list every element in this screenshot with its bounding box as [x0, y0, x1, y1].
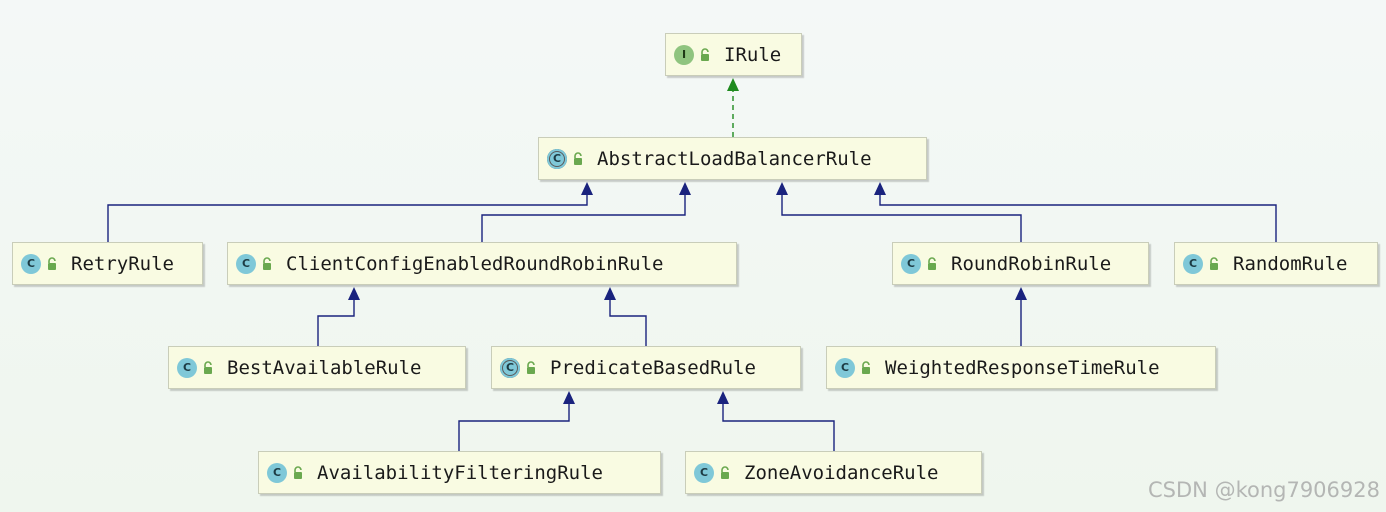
node-client-config-enabled-round-robin-rule[interactable]: C ClientConfigEnabledRoundRobinRule — [227, 242, 737, 285]
lock-icon — [291, 465, 305, 480]
abstract-class-icon: C — [500, 357, 520, 378]
class-icon: C — [694, 462, 714, 483]
class-icon: C — [835, 357, 855, 378]
edge-abstract-to-irule — [727, 78, 739, 137]
node-label: RandomRule — [1233, 252, 1348, 275]
node-predicate-based-rule[interactable]: C PredicateBasedRule — [491, 346, 801, 389]
lock-icon — [1207, 256, 1221, 271]
arrowhead-icon — [563, 391, 575, 404]
lock-icon — [859, 360, 873, 375]
interface-icon: I — [674, 44, 694, 65]
lock-icon — [925, 256, 939, 271]
edge-random-to-abstract — [874, 182, 1277, 242]
arrowhead-icon — [776, 182, 788, 195]
edge-weighted-to-roundrobin — [1015, 287, 1027, 346]
class-icon: C — [1183, 253, 1203, 274]
edge-availfilter-to-predicate — [458, 391, 575, 451]
class-icon: C — [177, 357, 197, 378]
node-availability-filtering-rule[interactable]: C AvailabilityFilteringRule — [258, 451, 661, 494]
lock-icon — [260, 256, 274, 271]
node-best-available-rule[interactable]: C BestAvailableRule — [168, 346, 466, 389]
lock-icon — [698, 47, 712, 62]
arrowhead-icon — [727, 78, 739, 91]
arrowhead-icon — [1015, 287, 1027, 300]
node-random-rule[interactable]: C RandomRule — [1174, 242, 1378, 285]
node-irule[interactable]: I IRule — [665, 33, 802, 76]
node-label: WeightedResponseTimeRule — [885, 356, 1160, 379]
lock-icon — [571, 151, 585, 166]
edge-bestavail-to-clientcfg — [317, 287, 360, 346]
lock-icon — [201, 360, 215, 375]
arrowhead-icon — [604, 287, 616, 300]
watermark: CSDN @kong7906928 — [1148, 478, 1380, 502]
class-icon: C — [267, 462, 287, 483]
class-icon: C — [901, 253, 921, 274]
node-label: ClientConfigEnabledRoundRobinRule — [286, 252, 664, 275]
class-icon: C — [21, 253, 41, 274]
node-abstract-load-balancer-rule[interactable]: C AbstractLoadBalancerRule — [538, 137, 927, 180]
arrowhead-icon — [679, 182, 691, 195]
node-round-robin-rule[interactable]: C RoundRobinRule — [892, 242, 1149, 285]
arrowhead-icon — [717, 391, 729, 404]
edge-predicate-to-clientcfg — [604, 287, 647, 346]
edge-zoneavoid-to-predicate — [717, 391, 835, 451]
arrowhead-icon — [874, 182, 886, 195]
node-label: AbstractLoadBalancerRule — [597, 147, 872, 170]
edge-roundrobin-to-abstract — [776, 182, 1022, 242]
arrowhead-icon — [348, 287, 360, 300]
lock-icon — [45, 256, 59, 271]
node-label: RoundRobinRule — [951, 252, 1112, 275]
lock-icon — [718, 465, 732, 480]
class-icon: C — [236, 253, 256, 274]
node-retry-rule[interactable]: C RetryRule — [12, 242, 203, 285]
arrowhead-icon — [581, 182, 593, 195]
lock-icon — [524, 360, 538, 375]
abstract-class-icon: C — [547, 148, 567, 169]
edge-retry-to-abstract — [107, 182, 593, 242]
node-zone-avoidance-rule[interactable]: C ZoneAvoidanceRule — [685, 451, 982, 494]
edge-clientcfg-to-abstract — [481, 182, 691, 242]
node-label: IRule — [724, 43, 782, 66]
node-label: RetryRule — [71, 252, 174, 275]
node-label: PredicateBasedRule — [550, 356, 756, 379]
node-weighted-response-time-rule[interactable]: C WeightedResponseTimeRule — [826, 346, 1216, 389]
node-label: ZoneAvoidanceRule — [744, 461, 939, 484]
node-label: AvailabilityFilteringRule — [317, 461, 603, 484]
node-label: BestAvailableRule — [227, 356, 422, 379]
